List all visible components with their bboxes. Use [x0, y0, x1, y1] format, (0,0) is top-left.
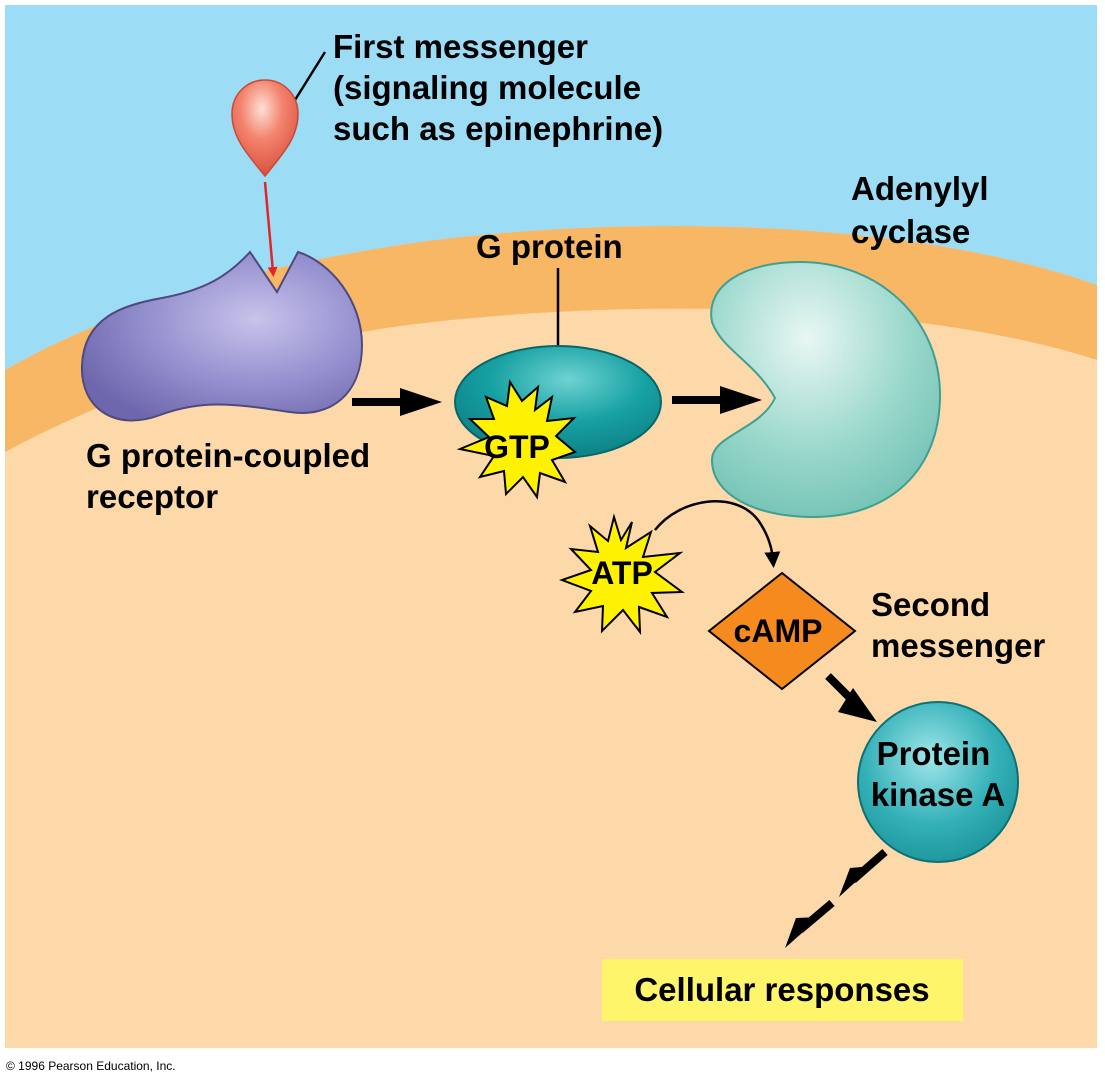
- binding-arrow: [263, 181, 278, 277]
- first-messenger-leader-line: [288, 51, 327, 109]
- second-messenger-label: Second messenger: [871, 586, 1045, 664]
- cellular-responses-label: Cellular responses: [634, 971, 929, 1008]
- atp-starburst-icon: [559, 513, 685, 636]
- gtp-label: GTP: [484, 429, 550, 465]
- arrow-camp-to-kinase: [825, 673, 877, 722]
- g-protein-label: G protein: [476, 228, 623, 265]
- atp-to-camp-arrow: [654, 500, 781, 568]
- camp-diamond-shape: [707, 571, 857, 691]
- adenylyl-cyclase-shape: [710, 260, 942, 519]
- arrow-kinase-to-responses: [785, 848, 888, 948]
- first-messenger-drop-icon: [231, 79, 299, 178]
- arrow-receptor-to-g-protein: [352, 388, 442, 416]
- protein-kinase-a-label: Protein kinase A: [871, 735, 1006, 813]
- cellular-responses-box: [602, 959, 963, 1021]
- arrow-g-protein-to-cyclase: [672, 386, 762, 414]
- copyright-notice: © 1996 Pearson Education, Inc.: [6, 1059, 176, 1073]
- atp-label: ATP: [591, 555, 653, 591]
- camp-label: cAMP: [734, 613, 823, 649]
- receptor-label: G protein-coupled receptor: [86, 437, 379, 515]
- receptor-shape: [80, 250, 364, 422]
- adenylyl-cyclase-label: Adenylyl cyclase: [851, 170, 998, 250]
- first-messenger-label: First messenger (signaling molecule such…: [333, 28, 663, 147]
- protein-kinase-a-shape: [857, 701, 1019, 863]
- gtp-starburst-icon: [456, 379, 577, 500]
